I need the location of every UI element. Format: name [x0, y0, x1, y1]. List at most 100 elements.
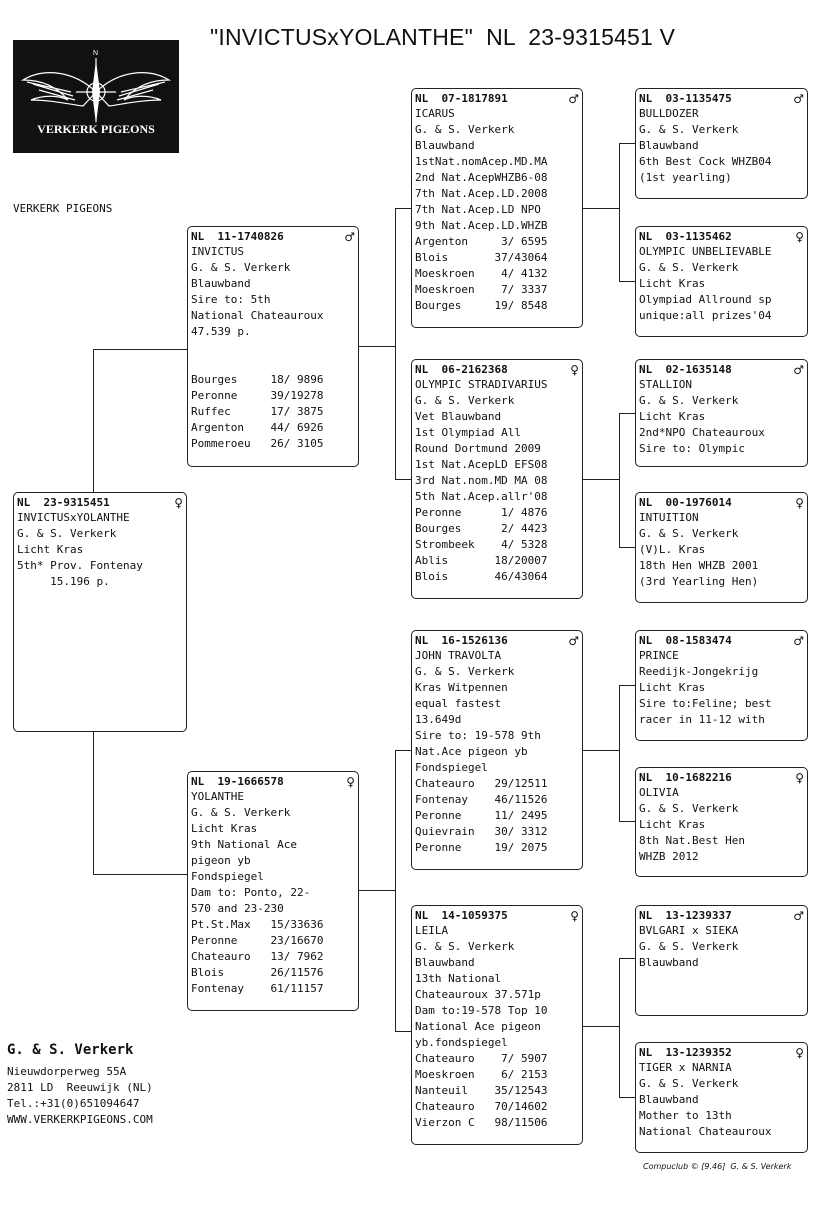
pigeon-name: OLYMPIC UNBELIEVABLE [639, 245, 772, 258]
pigeon-header: NL 13-1239352♀ [639, 1046, 804, 1060]
connector-line [395, 208, 396, 479]
pigeon-info-line: National Ace pigeon [415, 1020, 541, 1033]
connector-line [359, 890, 395, 891]
pigeon-info-line: Nanteuil 35/12543 [415, 1084, 548, 1097]
pigeon-info-line: Blauwband [191, 277, 251, 290]
pigeon-info-line: Ablis 18/20007 [415, 554, 548, 567]
pigeon-info-line: Blois 46/43064 [415, 570, 548, 583]
pigeon-info-line: 1st Nat.AcepLD EFS08 [415, 458, 548, 471]
pigeon-info-line: 5th* Prov. Fontenay [17, 559, 143, 572]
pigeon-info-line: Chateauroux 37.571p [415, 988, 541, 1001]
pigeon-info-line: Moeskroen 6/ 2153 [415, 1068, 548, 1081]
pigeon-header: NL 06-2162368 ♀ [415, 363, 579, 377]
pigeon-info-line: Kras Witpennen [415, 681, 508, 694]
pigeon-info-line: Peronne 19/ 2075 [415, 841, 548, 854]
pigeon-info-line: Bourges 19/ 8548 [415, 299, 548, 312]
pigeon-info-line: Moeskroen 4/ 4132 [415, 267, 548, 280]
ring-number: NL 23-9315451 [17, 496, 110, 509]
connector-line [619, 1097, 635, 1098]
pigeon-header: NL 03-1135475 ♂ [639, 92, 804, 106]
pigeon-info-line: G. & S. Verkerk [639, 527, 739, 540]
pigeon-name: INTUITION [639, 511, 699, 524]
pigeon-name: STALLION [639, 378, 692, 391]
pigeon-info-line: Olympiad Allround sp [639, 293, 772, 306]
pigeon-info-line: G. & S. Verkerk [415, 394, 515, 407]
pigeon-info-line: Argenton 44/ 6926 [191, 421, 324, 434]
pigeon-info-line: Chateauro 70/14602 [415, 1100, 548, 1113]
pigeon-info-line: G. & S. Verkerk [191, 806, 291, 819]
ring-number: NL 03-1135475 [639, 92, 732, 105]
pigeon-info-line: Mother to 13th [639, 1109, 732, 1122]
contact-website[interactable]: WWW.VERKERKPIGEONS.COM [7, 1113, 153, 1126]
winged-compass-icon [20, 58, 172, 124]
pigeon-header: NL 10-1682216♀ [639, 771, 804, 785]
connector-line [619, 281, 635, 282]
connector-line [619, 685, 635, 686]
pigeon-info-line: National Chateauroux [639, 1125, 772, 1138]
ring-number: NL 06-2162368 [415, 363, 508, 376]
connector-line [395, 750, 411, 751]
pigeon-info-line: Dam to:19-578 Top 10 [415, 1004, 548, 1017]
pigeon-info-line: yb.fondspiegel [415, 1036, 508, 1049]
pigeon-header: NL 07-1817891♂ [415, 92, 579, 106]
pigeon-info-line: 8th Nat.Best Hen [639, 834, 745, 847]
pigeon-info-line: Blauwband [639, 956, 699, 969]
pigeon-header: NL 00-1976014 ♀ [639, 496, 804, 510]
sex-icon: ♀ [346, 775, 355, 789]
sex-icon: ♀ [795, 496, 804, 510]
pigeon-info-line: National Chateauroux [191, 309, 324, 322]
pigeon-info-line: G. & S. Verkerk [639, 802, 739, 815]
pigeon-name: OLIVIA [639, 786, 679, 799]
pigeon-info-line: Bourges 2/ 4423 [415, 522, 548, 535]
ring-number: NL 16-1526136 [415, 634, 508, 647]
pigeon-name: JOHN TRAVOLTA [415, 649, 502, 662]
ring-number: NL 19-1666578 [191, 775, 284, 788]
pigeon-info-line: 3rd Nat.nom.MD MA 08 [415, 474, 548, 487]
ring-number: NL 00-1976014 [639, 496, 732, 509]
connector-line [395, 208, 411, 209]
pigeon-info-line: 5th Nat.Acep.allr'08 [415, 490, 548, 503]
breeder-label: VERKERK PIGEONS [13, 202, 113, 215]
sex-icon: ♀ [795, 230, 804, 244]
pigeon-info-line: 15.196 p. [17, 575, 110, 588]
sex-icon: ♂ [568, 634, 579, 648]
connector-line [619, 143, 620, 281]
pigeon-info-line: G. & S. Verkerk [415, 665, 515, 678]
pigeon-name: INVICTUS [191, 245, 244, 258]
sex-icon: ♂ [568, 92, 579, 106]
sex-icon: ♂ [793, 363, 804, 377]
pigeon-info-line: Vet Blauwband [415, 410, 502, 423]
ring-number: NL 13-1239352 [639, 1046, 732, 1059]
connector-line [395, 750, 396, 1032]
pigeon-card-dam-sire[interactable]: NL 16-1526136 ♂ JOHN TRAVOLTA G. & S. Verke… [411, 630, 583, 870]
pigeon-info-line: Chateauro 13/ 7962 [191, 950, 324, 963]
ring-number: NL 10-1682216 [639, 771, 732, 784]
pigeon-info-line: Licht Kras [639, 410, 706, 423]
pigeon-name: BVLGARI x SIEKA [639, 924, 739, 937]
sex-icon: ♂ [793, 92, 804, 106]
pigeon-info-line: Ruffec 17/ 3875 [191, 405, 324, 418]
connector-line [93, 732, 94, 875]
connector-line [619, 958, 635, 959]
sex-icon: ♀ [570, 363, 579, 377]
pigeon-info-line: Licht Kras [639, 818, 706, 831]
sex-icon: ♂ [793, 634, 804, 648]
pigeon-info-line: pigeon yb [191, 854, 251, 867]
pigeon-info-line: Blauwband [415, 956, 475, 969]
pigeon-info-line: Reedijk-Jongekrijg [639, 665, 759, 678]
connector-line [619, 958, 620, 1097]
